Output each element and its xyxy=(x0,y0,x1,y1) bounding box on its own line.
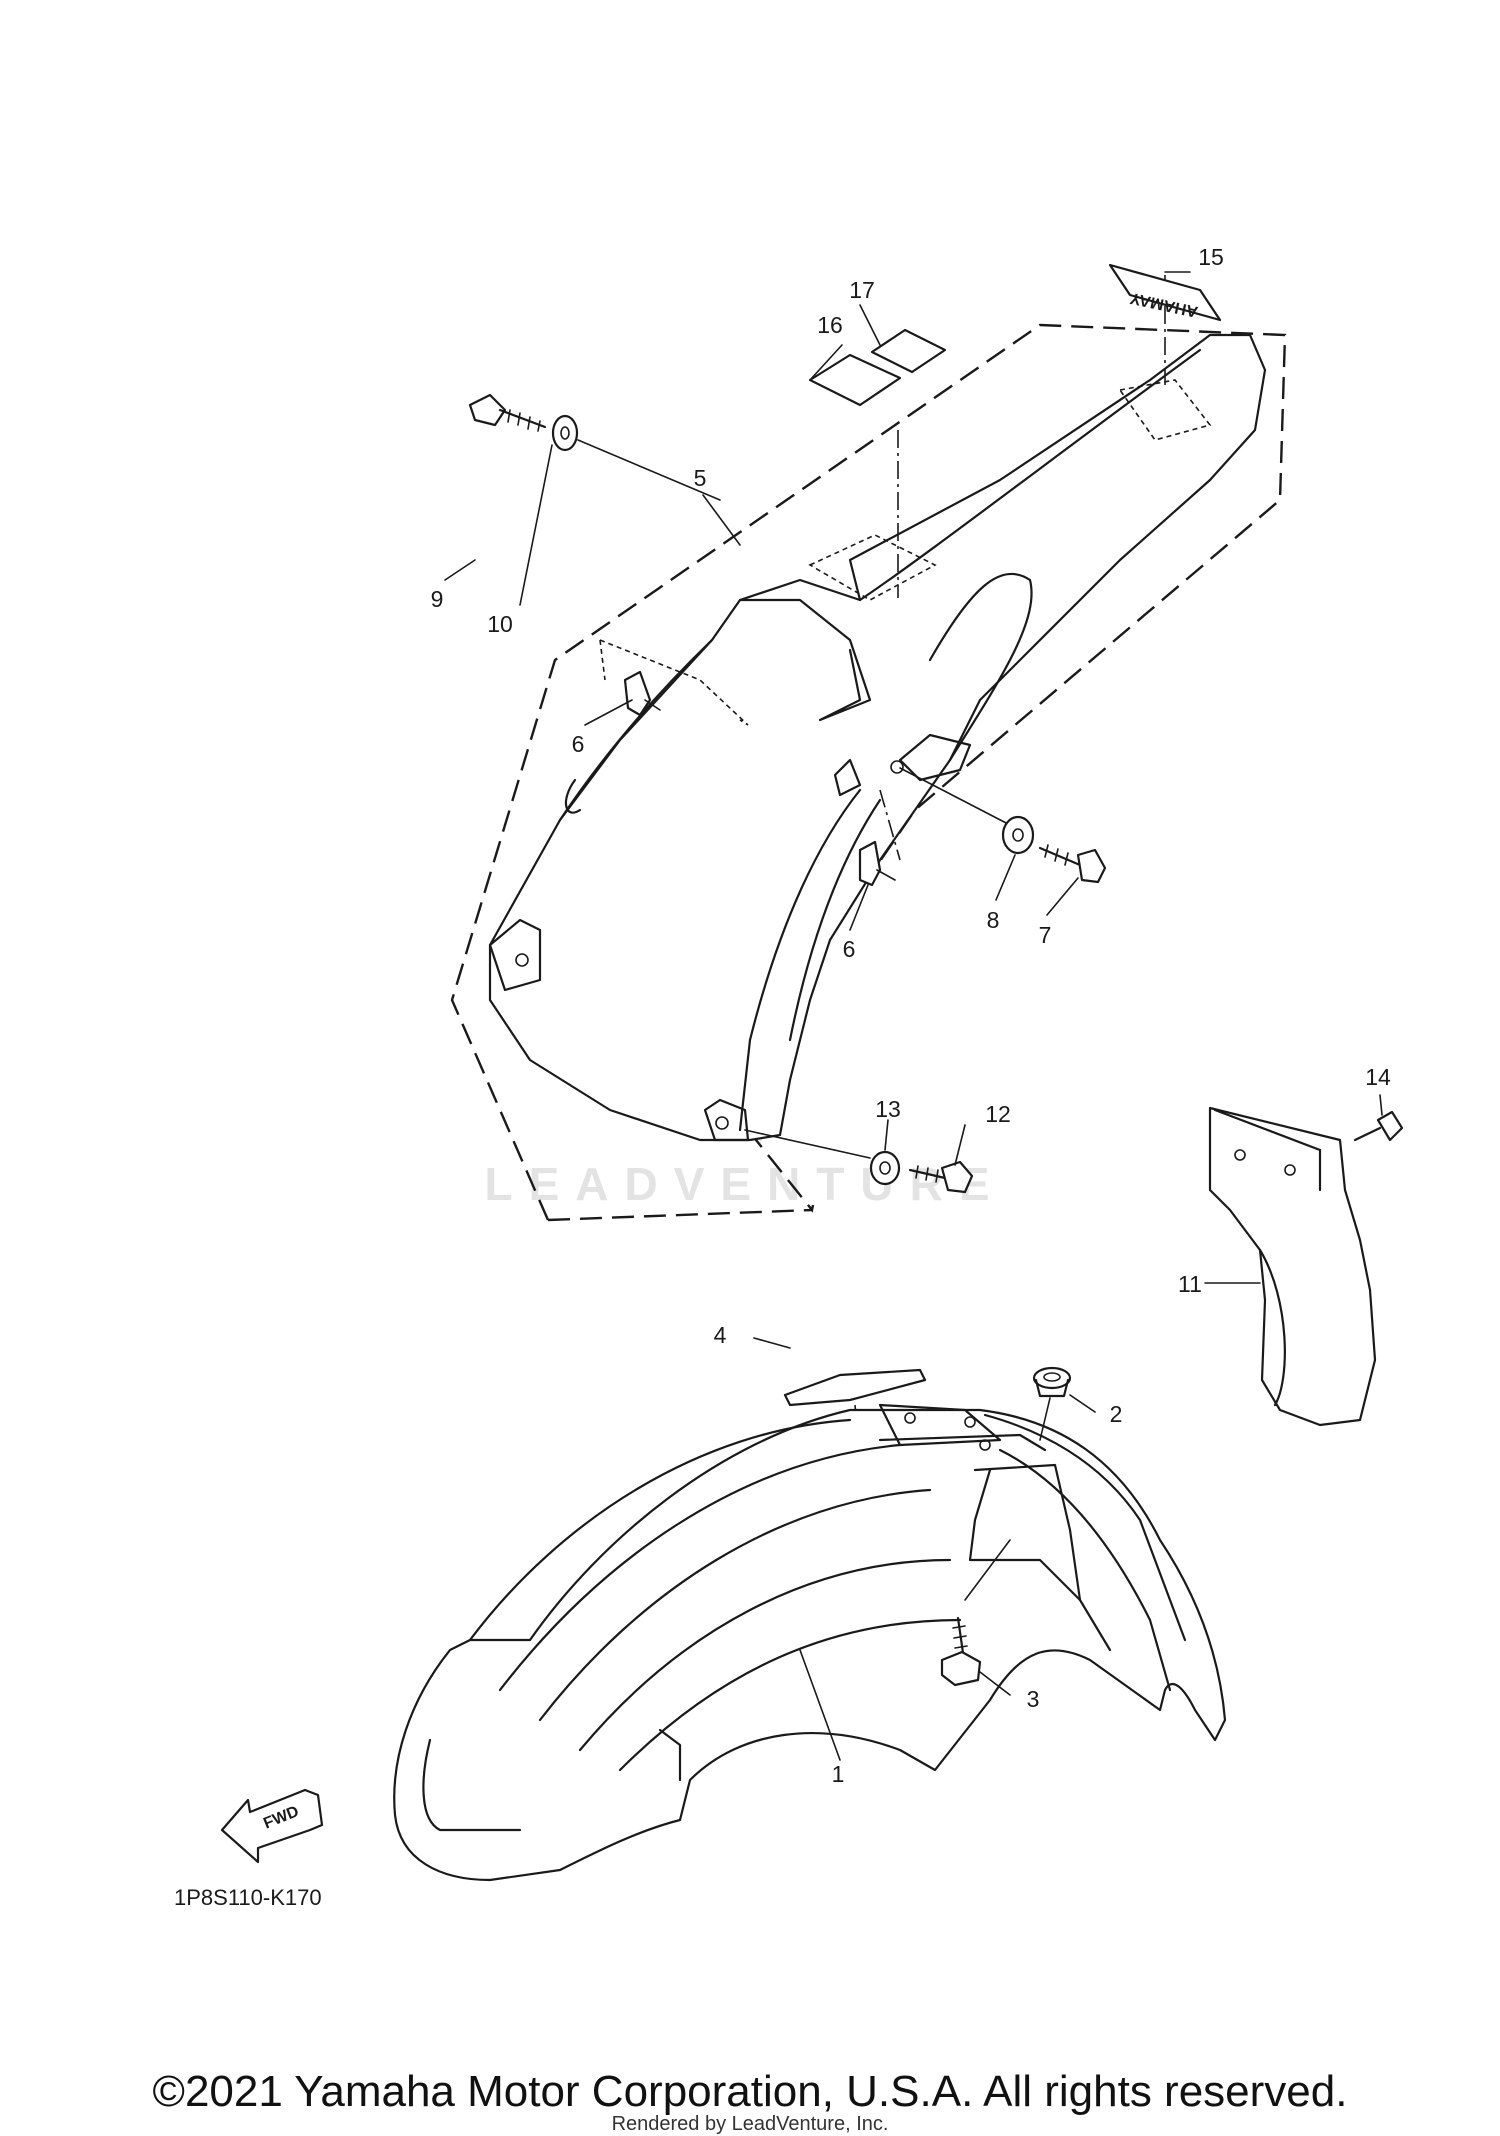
rear-fender-assembly-outline xyxy=(450,323,1287,1221)
mud-flap xyxy=(1208,1106,1377,1427)
bolt-7 xyxy=(1038,844,1107,884)
callout-9: 9 xyxy=(431,586,444,612)
callout-11: 11 xyxy=(1178,1271,1202,1297)
callout-17: 17 xyxy=(849,277,875,303)
callout-6-upper: 6 xyxy=(572,731,585,757)
callout-10: 10 xyxy=(487,611,513,637)
copyright-notice: ©2021 Yamaha Motor Corporation, U.S.A. A… xyxy=(152,2067,1348,2116)
decal-16-17-placement xyxy=(808,534,937,601)
callout-labels: 1 2 3 4 5 6 6 7 8 9 10 11 12 13 14 15 16… xyxy=(431,244,1391,1787)
bolt-12 xyxy=(908,1160,974,1194)
bolt-9 xyxy=(468,393,547,432)
callout-13: 13 xyxy=(875,1096,901,1122)
callout-12: 12 xyxy=(985,1101,1011,1127)
callout-14: 14 xyxy=(1365,1064,1391,1090)
callout-8: 8 xyxy=(987,907,1000,933)
decal-4 xyxy=(783,1368,927,1407)
washer-8 xyxy=(1001,815,1035,855)
callout-5: 5 xyxy=(694,465,707,491)
callout-3: 3 xyxy=(1027,1686,1040,1712)
diagram-code: 1P8S110-K170 xyxy=(174,1885,322,1910)
front-fender xyxy=(393,1403,1227,1882)
bracket-6-upper xyxy=(623,670,652,717)
callout-leaders xyxy=(444,271,1383,1761)
rendered-by-credit: Rendered by LeadVenture, Inc. xyxy=(611,2113,889,2135)
callout-16: 16 xyxy=(817,312,843,338)
bracket-6-lower xyxy=(858,840,882,887)
bolt-3 xyxy=(940,1616,982,1687)
callout-7: 7 xyxy=(1039,922,1052,948)
callout-2: 2 xyxy=(1110,1401,1123,1427)
callout-6-lower: 6 xyxy=(843,936,856,962)
watermark-text: LEADVENTURE xyxy=(484,1158,1005,1210)
decal-16 xyxy=(808,353,902,407)
screw-14 xyxy=(1353,1110,1404,1142)
rear-fender xyxy=(488,333,1267,1142)
callout-15: 15 xyxy=(1198,244,1224,270)
callout-4: 4 xyxy=(714,1322,727,1348)
callout-1: 1 xyxy=(832,1761,845,1787)
grommet-13 xyxy=(869,1150,901,1186)
decal-17 xyxy=(870,328,947,374)
washer-10 xyxy=(551,414,579,452)
collar-2 xyxy=(1032,1366,1072,1398)
decal-15-placement xyxy=(1118,379,1212,441)
yamaha-decal: YAMAHA xyxy=(1108,263,1222,322)
fwd-arrow-icon: FWD xyxy=(220,1788,324,1864)
